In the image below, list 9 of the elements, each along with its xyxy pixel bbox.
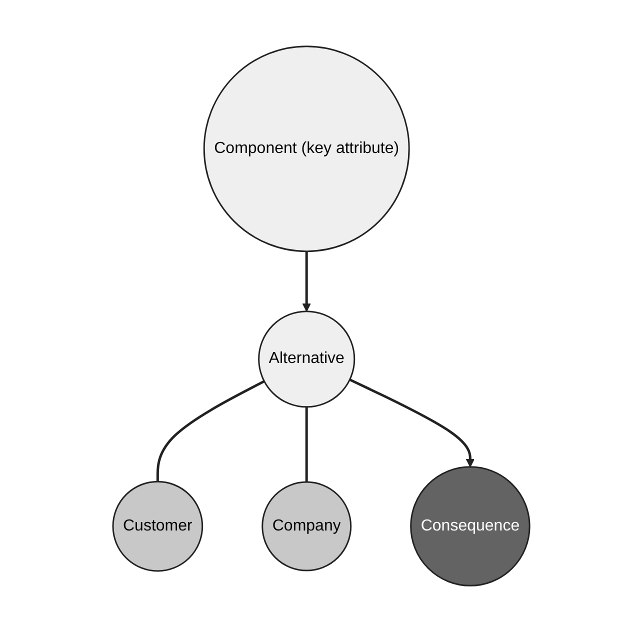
node-circle: Alternative [258,310,355,408]
node-circle: Consequence [410,466,530,586]
node-circle: Customer [112,480,203,572]
node-circle: Company [261,481,352,572]
connector [156,380,265,482]
arrow [302,251,311,312]
connector [305,406,308,482]
node-circle: Component (key attribute) [203,46,410,252]
arrow [348,378,474,468]
